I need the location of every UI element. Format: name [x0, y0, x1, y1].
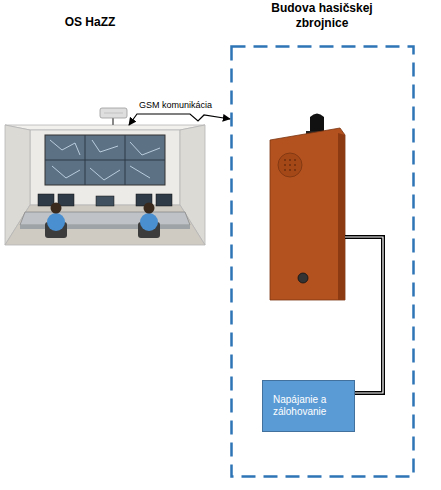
control-room-illustration: [5, 125, 205, 245]
node-heading: Budova hasičskej zbrojnice: [257, 1, 387, 31]
box-label: Napájanie a zálohovanie: [273, 394, 344, 418]
control-room: OS HaZZ: [5, 125, 205, 250]
gsm-antenna: [100, 108, 127, 125]
power-box: Napájanie a zálohovanie: [262, 380, 355, 432]
building-boundary: Budova hasičskej zbrojniceNapájanie a zá…: [230, 45, 415, 478]
dashed-outline: [232, 47, 414, 477]
power-wire: [345, 237, 383, 393]
node-heading: OS HaZZ: [0, 15, 180, 30]
siren-device: [270, 114, 345, 301]
edge-label: GSM komunikácia: [139, 100, 212, 110]
gsm-link: [129, 114, 230, 125]
